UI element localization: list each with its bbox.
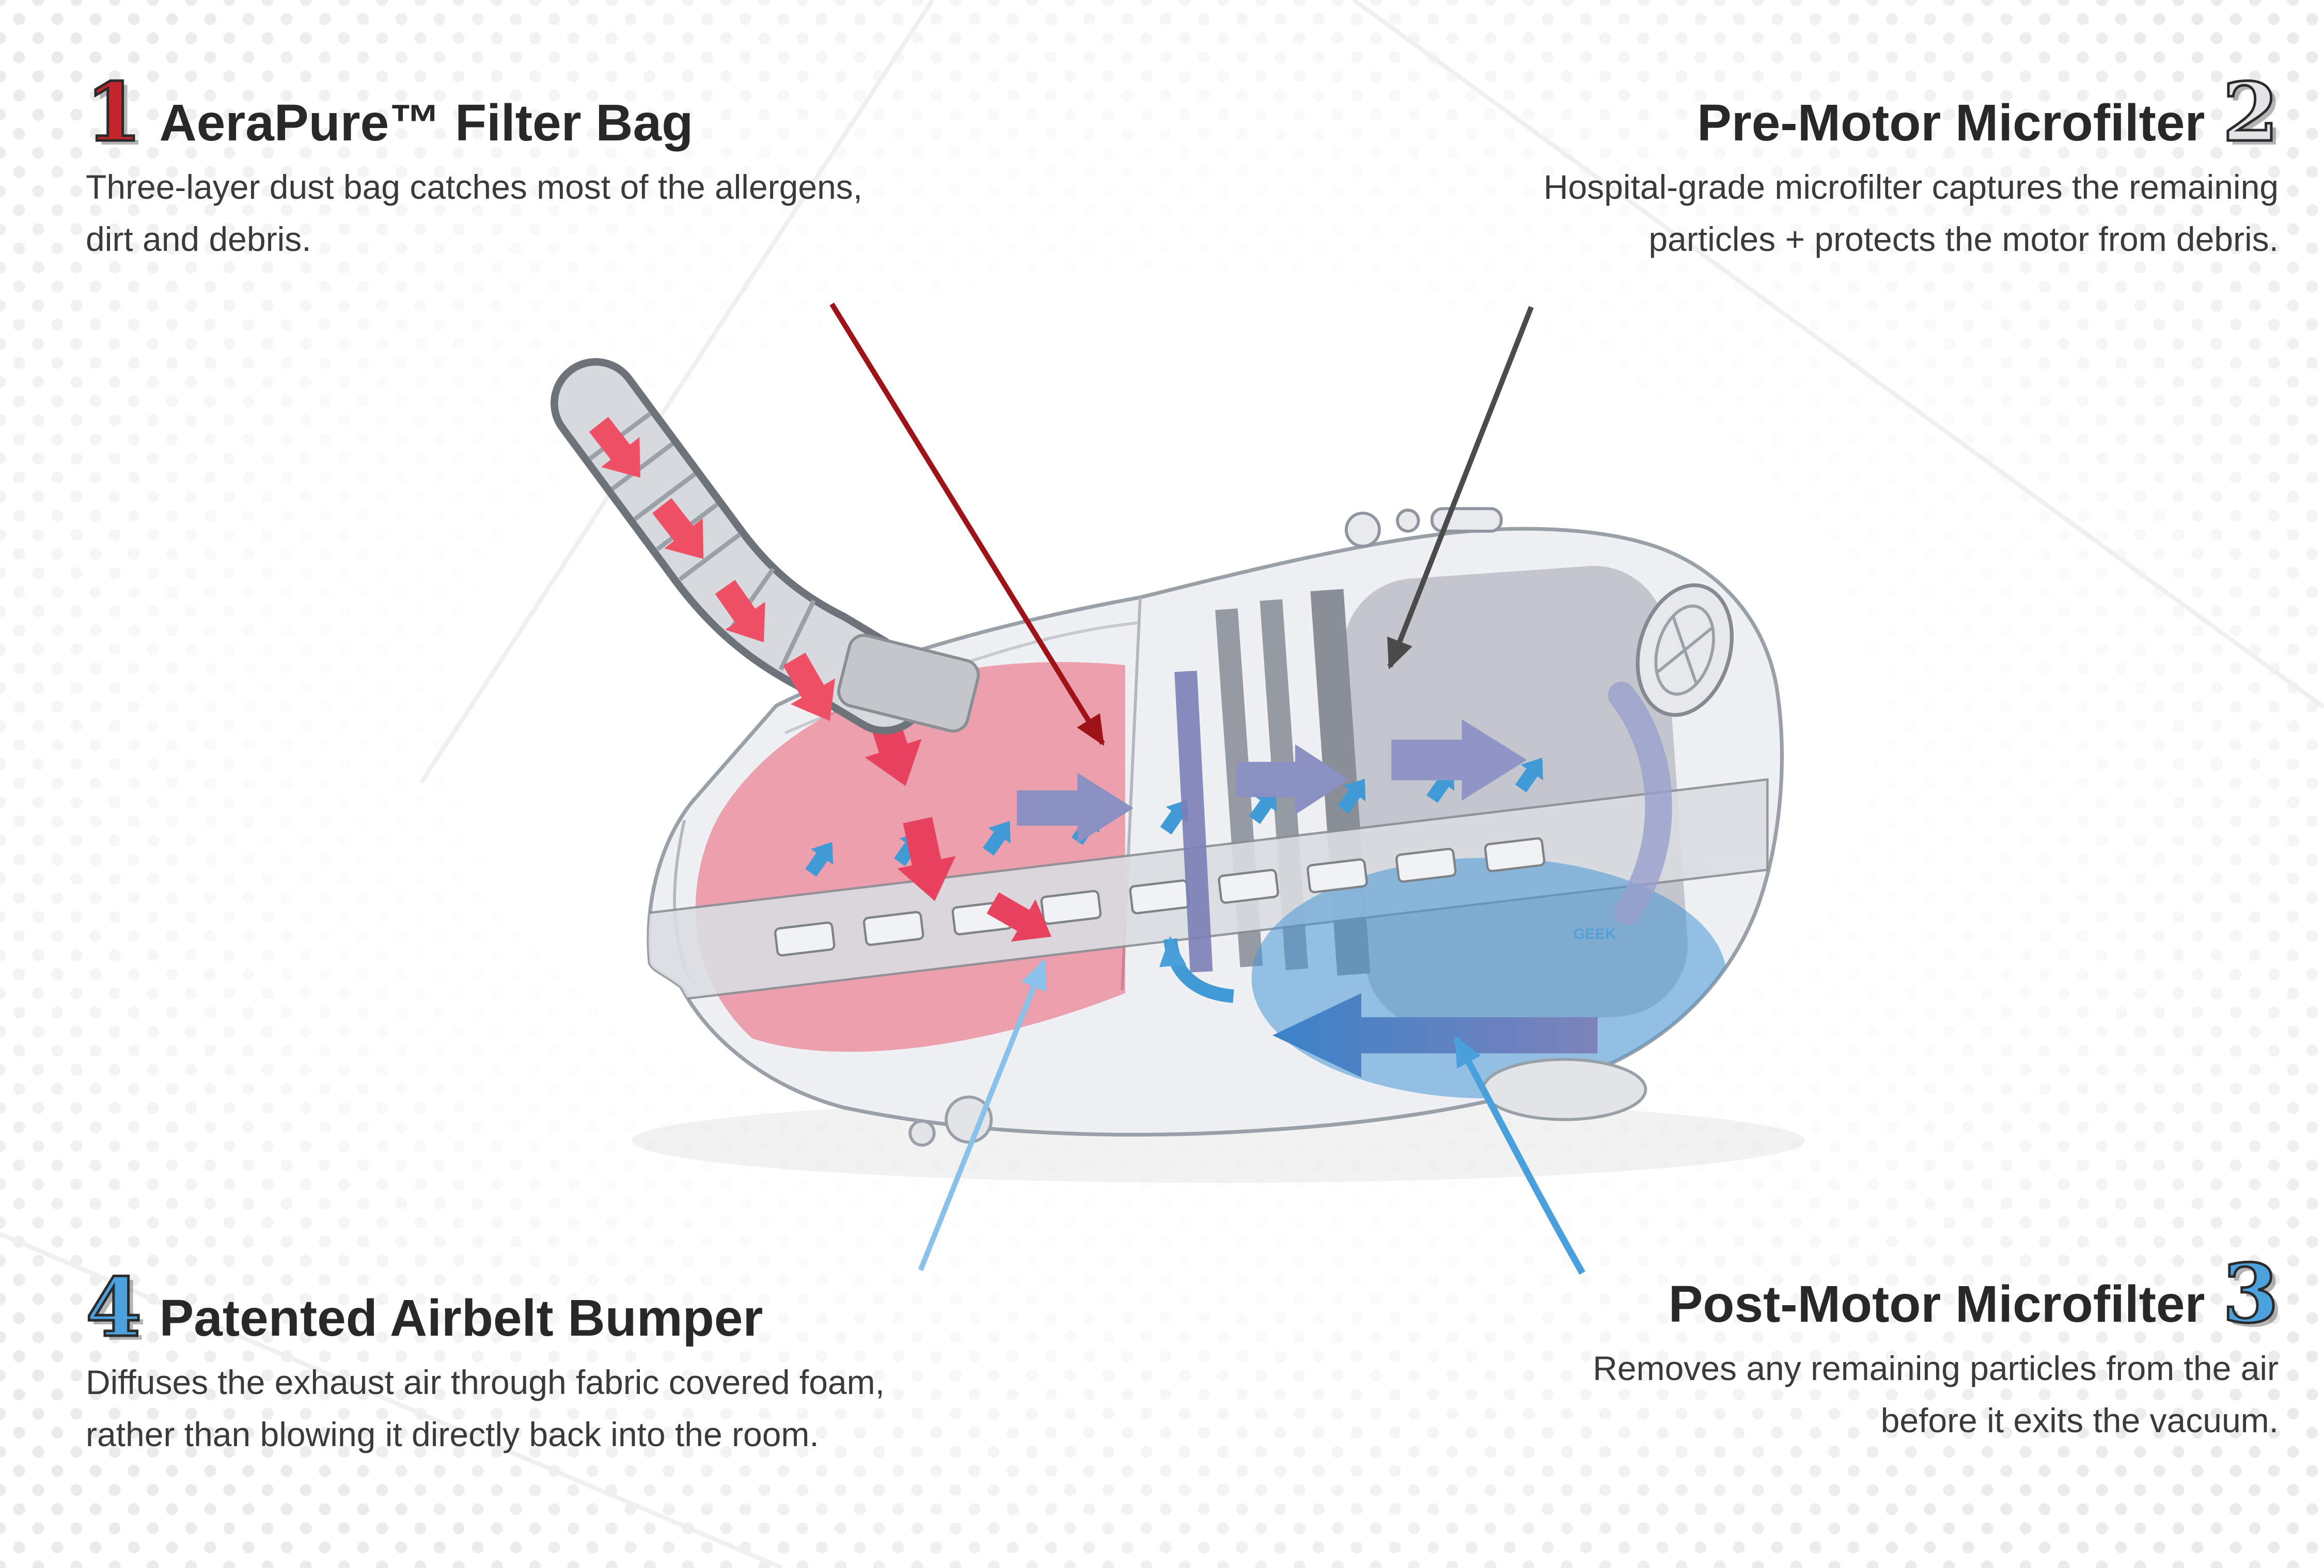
callout-post-motor: Post-Motor Microfilter 3 Removes any rem…	[1452, 1246, 2280, 1447]
callout-2-title: Pre-Motor Microfilter	[1697, 94, 2205, 152]
hose	[551, 358, 980, 735]
airbelt-vent-slots	[774, 837, 1546, 957]
connector-filter-bag	[829, 303, 1105, 746]
callout-post-motor-head: Post-Motor Microfilter 3	[1452, 1246, 2280, 1341]
callout-3-description: Removes any remaining particles from the…	[1593, 1349, 2279, 1439]
connector-pre-motor	[1387, 306, 1534, 670]
callout-pre-motor-head: Pre-Motor Microfilter 2	[1349, 65, 2280, 160]
callout-4-description: Diffuses the exhaust air through fabric …	[86, 1363, 885, 1453]
post-motor-region	[1251, 858, 1727, 1099]
callout-3-title: Post-Motor Microfilter	[1668, 1275, 2205, 1333]
callout-filter-bag-head: 1 AeraPure™ Filter Bag	[85, 65, 922, 160]
callout-4-title: Patented Airbelt Bumper	[159, 1289, 763, 1347]
callout-1-number: 1	[85, 65, 144, 160]
callout-filter-bag: 1 AeraPure™ Filter Bag Three-layer dust …	[85, 65, 922, 265]
watermark: GEEK	[1574, 926, 1616, 943]
callout-pre-motor: Pre-Motor Microfilter 2 Hospital-grade m…	[1349, 65, 2280, 265]
callout-1-title: AeraPure™ Filter Bag	[159, 94, 694, 152]
callout-1-description: Three-layer dust bag catches most of the…	[86, 168, 863, 258]
rear-vent	[1636, 583, 1734, 717]
callout-3-number: 3	[2221, 1246, 2280, 1341]
callout-2-description: Hospital-grade microfilter captures the …	[1543, 168, 2279, 258]
callout-4-number: 4	[85, 1260, 144, 1355]
motor-airflow-arrows	[1016, 671, 1672, 973]
wheels	[908, 1057, 1647, 1147]
callout-2-number: 2	[2221, 65, 2280, 160]
hose-intake	[837, 633, 980, 733]
connector-post-motor	[1453, 1035, 1585, 1275]
callout-airbelt-head: 4 Patented Airbelt Bumper	[85, 1260, 1015, 1355]
callout-airbelt: 4 Patented Airbelt Bumper Diffuses the e…	[85, 1260, 1015, 1461]
exhaust-airflow-arrows	[1159, 936, 1598, 1078]
connector-airbelt	[918, 959, 1047, 1271]
